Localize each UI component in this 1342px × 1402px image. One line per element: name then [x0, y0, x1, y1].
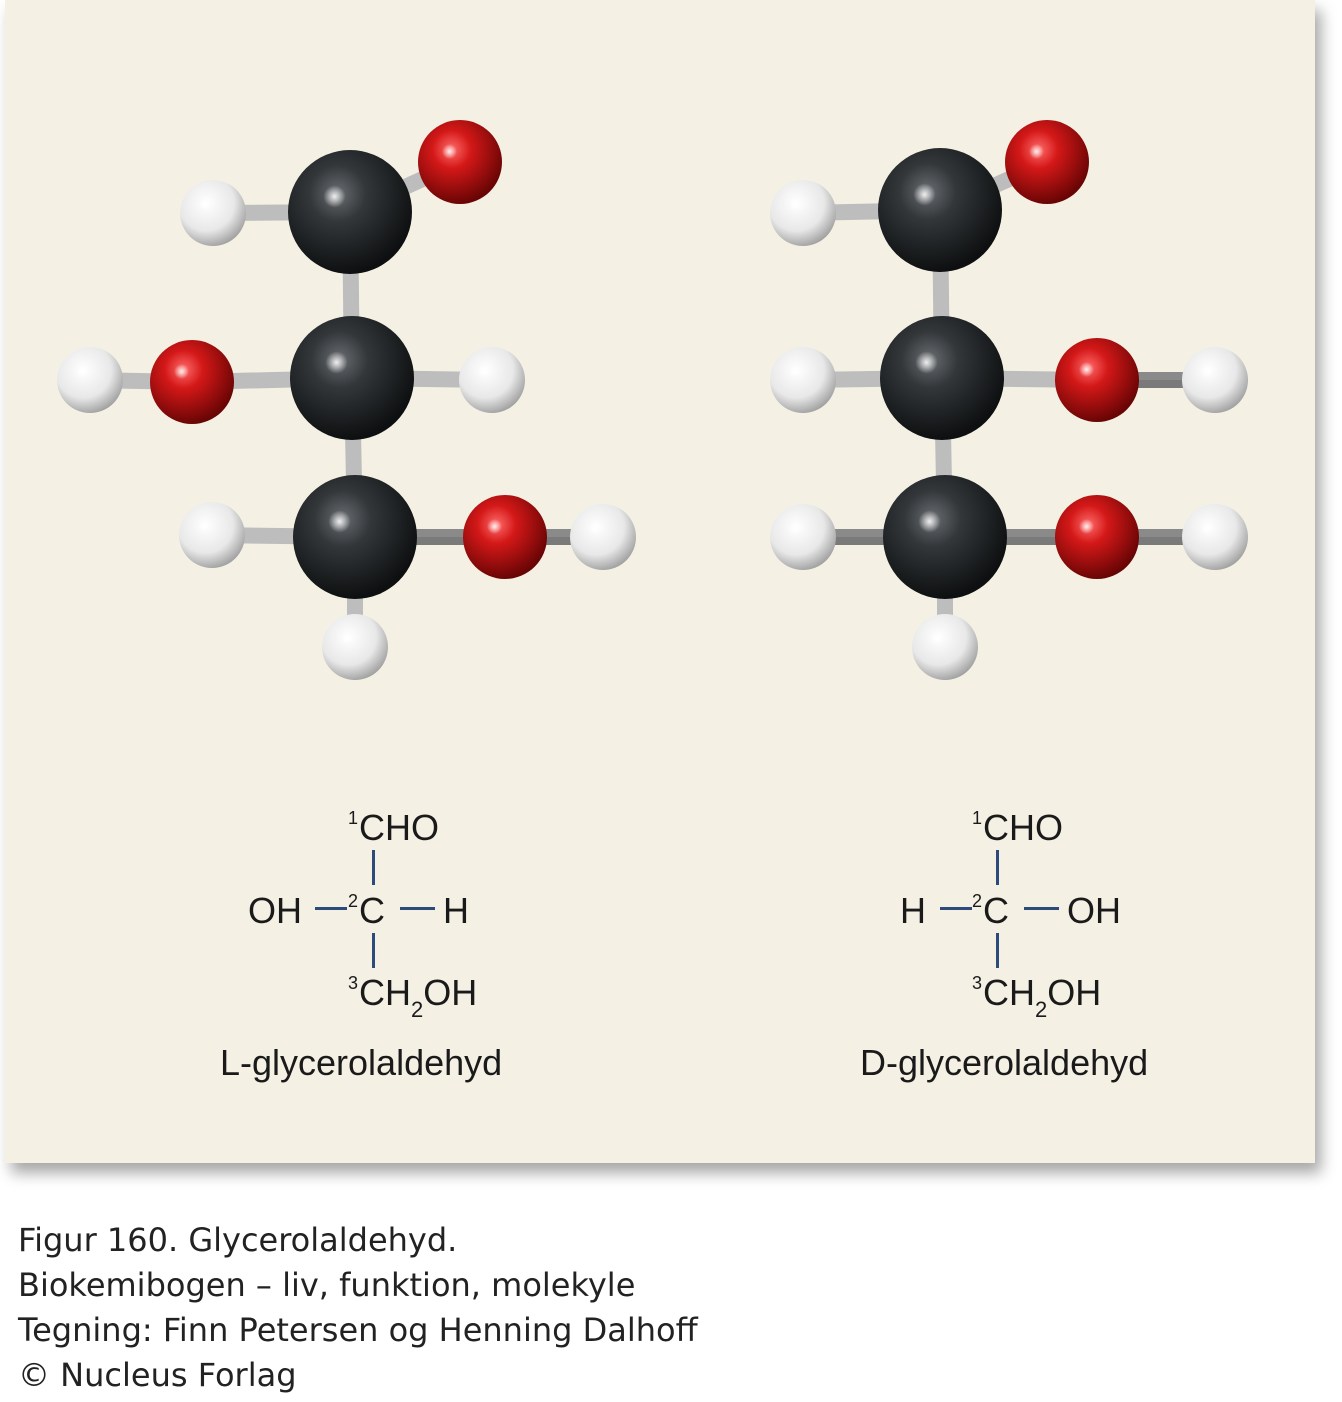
l-hydrogen-atom — [570, 504, 636, 570]
l-carbon-atom — [293, 475, 417, 599]
d-oxygen-atom — [1055, 338, 1139, 422]
l-carbon-atom — [288, 150, 412, 274]
caption-source: Biokemibogen – liv, funktion, molekyle — [18, 1266, 636, 1304]
d-bond-top — [996, 850, 999, 885]
l-carbon-atom — [290, 316, 414, 440]
d-oxygen-atom — [1055, 495, 1139, 579]
d-c1-label: 1CHO — [972, 807, 1064, 848]
d-hydrogen-atom — [1182, 347, 1248, 413]
d-bond-bottom — [996, 933, 999, 968]
d-bond-right — [1024, 907, 1059, 910]
d-hydrogen-atom — [912, 614, 978, 680]
d-hydrogen-atom — [770, 347, 836, 413]
l-hydrogen-atom — [322, 614, 388, 680]
d-oxygen-atom — [1005, 120, 1089, 204]
d-c2-label: 2C — [972, 890, 1010, 931]
l-bond-left — [315, 907, 347, 910]
caption-copyright: © Nucleus Forlag — [18, 1356, 297, 1394]
caption-credits: Tegning: Finn Petersen og Henning Dalhof… — [18, 1311, 698, 1349]
l-oxygen-atom — [150, 340, 234, 424]
l-hydrogen-atom — [180, 180, 246, 246]
d-c3-label: 3CH2OH — [972, 972, 1102, 1022]
d-carbon-atom — [878, 148, 1002, 272]
ball-and-stick-models — [57, 120, 1248, 680]
d-carbon-atom — [880, 316, 1004, 440]
l-c3-label: 3CH2OH — [348, 972, 478, 1022]
figure-caption: Figur 160. Glycerolaldehyd. Biokemibogen… — [18, 1218, 698, 1398]
l-c1-label: 1CHO — [348, 807, 440, 848]
figure-panel: 1CHO OH 2C H 3CH2OH L-glycerolaldehyd 1C… — [5, 0, 1315, 1163]
d-c2-right: OH — [1067, 890, 1121, 931]
l-bond-bottom — [372, 933, 375, 968]
d-hydrogen-atom — [770, 180, 836, 246]
l-hydrogen-atom — [179, 502, 245, 568]
d-c2-left: H — [900, 890, 926, 931]
l-bond-top — [372, 850, 375, 885]
d-bond-left — [940, 907, 972, 910]
d-carbon-atom — [883, 475, 1007, 599]
caption-title: Figur 160. Glycerolaldehyd. — [18, 1221, 458, 1259]
l-bond-right — [400, 907, 435, 910]
l-c2-label: 2C — [348, 890, 386, 931]
d-hydrogen-atom — [770, 504, 836, 570]
l-hydrogen-atom — [57, 347, 123, 413]
l-c2-right: H — [443, 890, 469, 931]
l-glyceraldehyde-name: L-glycerolaldehyd — [220, 1042, 503, 1083]
d-glyceraldehyde-name: D-glycerolaldehyd — [860, 1042, 1149, 1083]
l-hydrogen-atom — [459, 347, 525, 413]
l-oxygen-atom — [418, 120, 502, 204]
d-hydrogen-atom — [1182, 504, 1248, 570]
l-oxygen-atom — [463, 495, 547, 579]
l-c2-left: OH — [248, 890, 302, 931]
